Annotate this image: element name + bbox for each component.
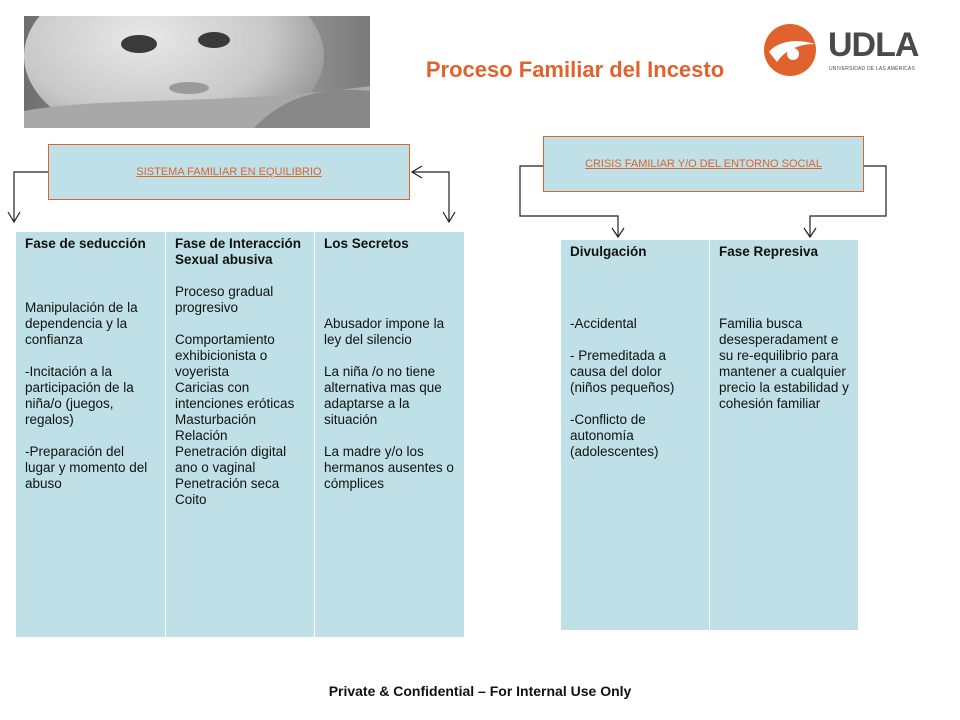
list-item: La niña /o no tiene alternativa mas que … [324,364,442,427]
column-heading: Fase de seducción [25,236,146,251]
list-item: Penetración seca [175,476,280,491]
list-item: Relación [175,428,228,443]
list-item: Penetración digital ano o vaginal [175,444,287,475]
header-sistema-familiar-label: SISTEMA FAMILIAR EN EQUILIBRIO [136,166,322,178]
list-item: - Premeditada a causa del dolor (niños p… [570,348,675,395]
header-crisis-familiar-label: CRISIS FAMILIAR Y/O DEL ENTORNO SOCIAL [585,158,822,170]
header-sistema-familiar: SISTEMA FAMILIAR EN EQUILIBRIO [48,144,410,200]
list-item: -Incitación a la participación de la niñ… [25,364,134,427]
column-heading: Fase Represiva [719,244,819,259]
list-item: Comportamiento exhibicionista o voyerist… [175,332,275,379]
column-divider [165,232,166,637]
column-los-secretos: Los Secretos Abusador impone la ley del … [315,232,464,637]
column-heading: Fase de Interacción Sexual abusiva [175,236,302,267]
column-fase-represiva: Fase Represiva Familia busca desesperada… [710,240,858,630]
list-item: Proceso gradual progresivo [175,284,274,315]
page-title: Proceso Familiar del Incesto [425,57,725,82]
list-item: -Conflicto de autonomía (adolescentes) [570,412,659,459]
list-item: Manipulación de la dependencia y la conf… [25,300,138,347]
column-divider [709,240,710,630]
list-item: -Accidental [570,316,637,331]
child-photo [24,16,370,128]
udla-logo-icon [764,24,816,76]
logo-subtitle: UNIVERSIDAD DE LAS AMÉRICAS [829,66,915,72]
list-item: Coito [175,492,207,507]
header-crisis-familiar: CRISIS FAMILIAR Y/O DEL ENTORNO SOCIAL [543,136,864,192]
list-item: Familia busca desesperadament e su re-eq… [719,316,849,411]
list-item: Abusador impone la ley del silencio [324,316,445,347]
column-divider [314,232,315,637]
list-item: Caricias con intenciones eróticas [175,380,295,411]
column-divulgacion: Divulgación -Accidental - Premeditada a … [561,240,709,630]
column-heading: Divulgación [570,244,647,259]
list-item: Masturbación [175,412,257,427]
udla-logo [755,22,935,78]
list-item: La madre y/o los hermanos ausentes o cóm… [324,444,454,491]
footer-confidential: Private & Confidential – For Internal Us… [328,683,632,699]
column-heading: Los Secretos [324,236,409,251]
column-interaccion-sexual: Fase de Interacción Sexual abusiva Proce… [166,232,314,637]
list-item: -Preparación del lugar y momento del abu… [25,444,148,491]
column-fase-seduccion: Fase de seducción Manipulación de la dep… [16,232,165,637]
logo-name: UDLA [828,26,919,64]
